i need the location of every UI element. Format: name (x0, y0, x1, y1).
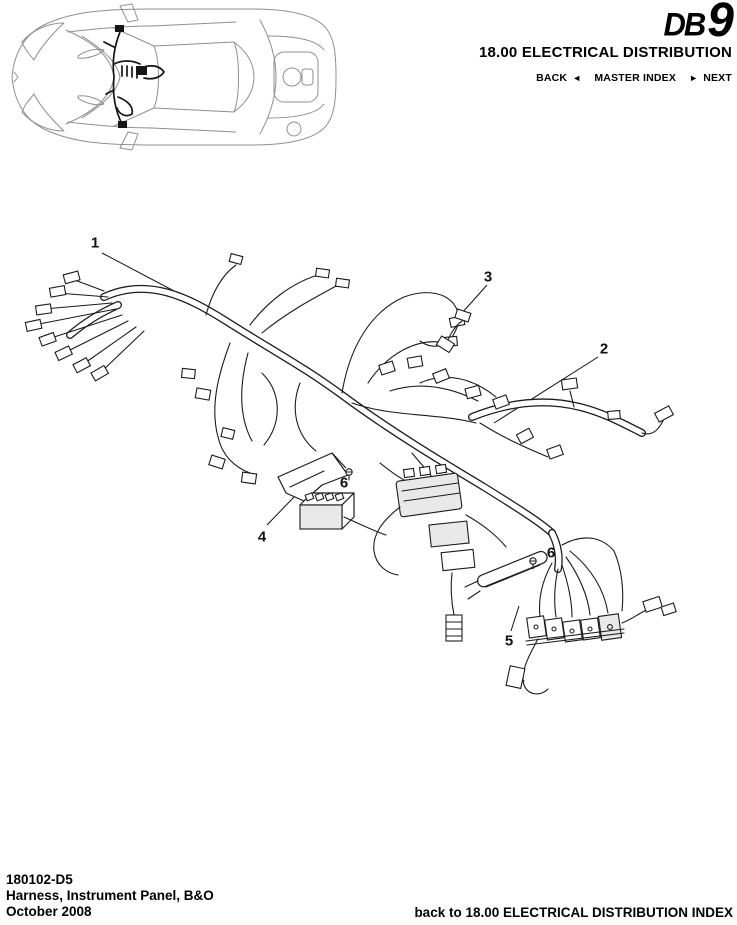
harness-diagram: 1 2 3 4 5 6 6 (0, 225, 737, 705)
footer-drawing-info: 180102-D5 Harness, Instrument Panel, B&O… (6, 872, 214, 920)
db9-logo-db: DB (663, 6, 707, 43)
harness-diagram-svg (24, 252, 677, 695)
callout-2: 2 (599, 340, 609, 358)
db9-logo-nine: 9 (707, 0, 734, 47)
nav-master-index-label: MASTER INDEX (594, 72, 677, 84)
nav-back-label: BACK (536, 72, 568, 84)
nav-bar: BACK ◄ MASTER INDEX ► NEXT (479, 72, 732, 84)
drawing-title: Harness, Instrument Panel, B&O (6, 888, 214, 903)
callout-1: 1 (90, 234, 100, 252)
back-arrow-icon: ◄ (572, 73, 582, 83)
next-arrow-icon: ► (689, 73, 699, 83)
nav-back-link[interactable]: BACK ◄ (536, 72, 581, 84)
db9-logo: DB 9 (479, 0, 734, 45)
section-title: 18.00 ELECTRICAL DISTRIBUTION (478, 44, 732, 61)
drawing-number: 180102-D5 (6, 872, 73, 887)
drawing-date: October 2008 (6, 904, 92, 919)
callout-6a: 6 (339, 474, 349, 492)
nav-next-link[interactable]: ► NEXT (689, 72, 732, 84)
car-top-view-svg (11, 3, 337, 151)
callout-5: 5 (504, 632, 514, 650)
nav-next-label: NEXT (703, 72, 732, 84)
callout-6b: 6 (546, 544, 556, 562)
page-header: DB 9 18.00 ELECTRICAL DISTRIBUTION BACK … (478, 0, 734, 84)
back-to-index-link[interactable]: back to 18.00 ELECTRICAL DISTRIBUTION IN… (414, 905, 733, 920)
car-top-view-diagram (2, 2, 342, 152)
callout-3: 3 (483, 268, 493, 286)
callout-4: 4 (257, 528, 267, 546)
nav-master-index-link[interactable]: MASTER INDEX (594, 72, 676, 84)
footer-back-link-wrap: back to 18.00 ELECTRICAL DISTRIBUTION IN… (414, 905, 733, 920)
